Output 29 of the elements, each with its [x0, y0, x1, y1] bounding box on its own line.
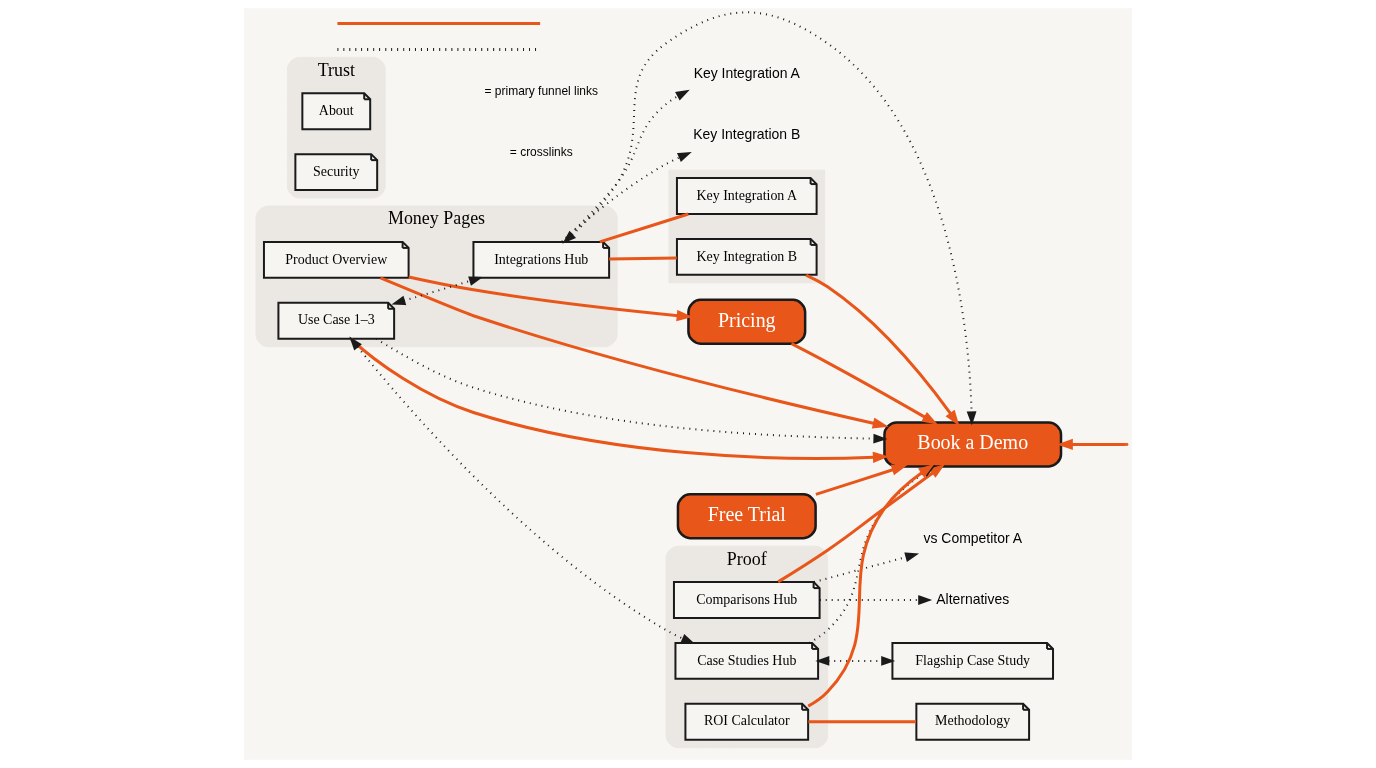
arrow [790, 342, 938, 425]
arrow [349, 336, 696, 645]
arrow [818, 595, 933, 605]
arrow [813, 552, 920, 584]
legend-label: = crosslinks [509, 145, 573, 160]
node-text: Key Integration A [693, 65, 800, 82]
node-box: Pricing [687, 298, 807, 345]
arrow [562, 11, 977, 426]
arrow [379, 276, 889, 429]
arrow [408, 275, 693, 322]
legend-label: = primary funnel links [484, 84, 598, 99]
arrow [375, 337, 888, 444]
arrow [815, 656, 896, 666]
arrow [349, 337, 889, 463]
arrow [805, 273, 960, 426]
node-text: vs Competitor A [923, 529, 1022, 546]
cluster [668, 169, 826, 284]
node-text: Alternatives [936, 590, 1010, 607]
node-text: Key Integration B [693, 125, 801, 142]
connector [599, 212, 689, 244]
arrow [560, 152, 692, 243]
node-box: Free Trial [676, 493, 817, 540]
connector [808, 720, 917, 724]
node-box: Book a Demo [883, 421, 1063, 468]
arrow [1056, 438, 1126, 451]
connector [609, 256, 677, 261]
arrow [815, 464, 908, 496]
arrow [561, 89, 690, 243]
arrow [391, 276, 483, 306]
